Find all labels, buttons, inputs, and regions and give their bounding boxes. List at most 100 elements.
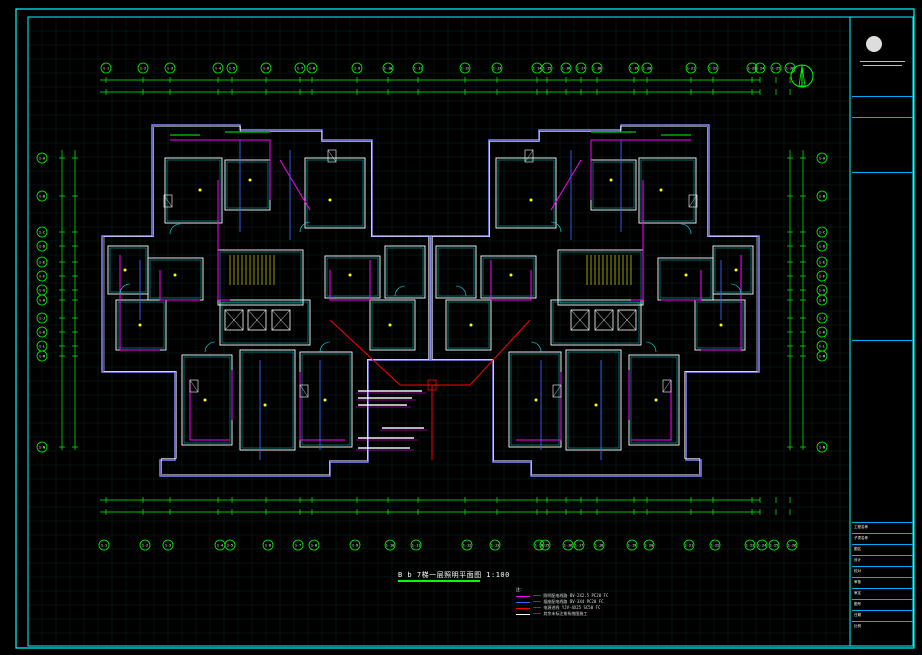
axis-bubble-bottom: 1-18 (593, 539, 605, 551)
axis-bubble-top: 1-24 (754, 62, 766, 74)
axis-bubble-bottom: 1-9 (349, 539, 361, 551)
axis-bubble-right: 1-C (816, 226, 828, 238)
svg-text:1-19: 1-19 (628, 544, 636, 548)
svg-text:1-13: 1-13 (493, 67, 501, 71)
axis-bubble-top: 1-21 (685, 62, 697, 74)
svg-text:1-15: 1-15 (541, 544, 549, 548)
svg-text:1-20: 1-20 (645, 544, 653, 548)
svg-text:1-7: 1-7 (297, 67, 303, 71)
company-name-bars (860, 61, 905, 67)
north-arrow-icon (790, 64, 814, 88)
svg-text:1-M: 1-M (819, 355, 825, 359)
axis-bubble-left: 1-D (36, 240, 48, 252)
axis-bubble-top: 1-17 (575, 62, 587, 74)
title-block-row: 图号 (852, 599, 913, 609)
axis-bubble-left: 1-K (36, 326, 48, 338)
title-block-label: 图号 (854, 602, 861, 606)
axis-bubble-left: 1-M (36, 350, 48, 362)
title-block-row: 图名 (852, 544, 913, 554)
axis-bubble-left: 1-N (36, 441, 48, 453)
svg-text:1-N: 1-N (39, 446, 45, 450)
svg-text:1-13: 1-13 (491, 544, 499, 548)
svg-text:1-23: 1-23 (746, 544, 754, 548)
svg-text:1-L: 1-L (819, 345, 825, 349)
axis-bubble-top: 1-8 (306, 62, 318, 74)
svg-text:1-11: 1-11 (414, 67, 422, 71)
title-block-row: 设计 (852, 555, 913, 565)
axis-bubble-bottom: 1-15 (539, 539, 551, 551)
title-block-row: 审定 (852, 588, 913, 598)
axis-bubble-bottom: 1-11 (410, 539, 422, 551)
axis-bubble-right: 1-A (816, 152, 828, 164)
svg-text:1-18: 1-18 (593, 67, 601, 71)
title-block-row: 子项名称 (852, 533, 913, 543)
axis-bubble-right: 1-N (816, 441, 828, 453)
svg-text:1-14: 1-14 (535, 544, 543, 548)
dimension-lines (59, 77, 806, 515)
company-logo-icon (866, 36, 882, 52)
svg-text:1-3: 1-3 (167, 67, 173, 71)
svg-text:1-26: 1-26 (786, 67, 794, 71)
svg-text:1-C: 1-C (819, 231, 825, 235)
svg-text:1-25: 1-25 (770, 544, 778, 548)
axis-bubble-bottom: 1-14 (533, 539, 545, 551)
axis-bubble-bottom: 1-1 (98, 539, 110, 551)
axis-bubble-bottom: 1-5 (224, 539, 236, 551)
title-block-label: 审定 (854, 591, 861, 595)
title-block-row: 校对 (852, 566, 913, 576)
svg-text:1-21: 1-21 (687, 67, 695, 71)
svg-text:1-J: 1-J (819, 317, 825, 321)
svg-text:1-24: 1-24 (758, 544, 766, 548)
svg-text:1-C: 1-C (39, 231, 45, 235)
svg-text:1-7: 1-7 (295, 544, 301, 548)
legend-label: 一一 照明配电线路 BV-2X2.5 PC20 FC (533, 593, 609, 598)
axis-bubbles: 1-11-11-21-21-31-31-41-41-51-51-61-61-71… (36, 62, 828, 551)
svg-text:1-15: 1-15 (543, 67, 551, 71)
svg-text:1-1: 1-1 (103, 67, 109, 71)
svg-text:1-J: 1-J (39, 317, 45, 321)
axis-bubble-bottom: 1-17 (573, 539, 585, 551)
drawing-title: B b 7梯一层照明平面图 1:100 (398, 571, 510, 579)
inner-frame (27, 16, 914, 647)
plan-wing-right (430, 124, 760, 477)
title-block-label: 比例 (854, 624, 861, 628)
axis-bubble-bottom: 1-23 (744, 539, 756, 551)
svg-text:1-21: 1-21 (685, 544, 693, 548)
title-block-row: 审核 (852, 577, 913, 587)
floor-plan[interactable] (101, 124, 760, 477)
title-block-row: 比例 (852, 621, 913, 631)
svg-text:1-26: 1-26 (788, 544, 796, 548)
legend-item: 一一 插座配电线路 BV-3X4 PC20 FC (516, 599, 616, 605)
axis-bubble-top: 1-15 (541, 62, 553, 74)
axis-bubble-bottom: 1-25 (768, 539, 780, 551)
svg-text:1-K: 1-K (39, 331, 46, 335)
axis-bubble-bottom: 1-7 (292, 539, 304, 551)
axis-bubble-bottom: 1-8 (308, 539, 320, 551)
svg-text:1-K: 1-K (819, 331, 826, 335)
svg-text:1-10: 1-10 (386, 544, 394, 548)
svg-text:1-N: 1-N (819, 446, 825, 450)
legend-item: 一一 电源进线 YJV-4X25 SC50 FC (516, 605, 616, 611)
power-feeder-lines (329, 319, 531, 460)
svg-text:1-G: 1-G (39, 289, 45, 293)
svg-text:1-A: 1-A (819, 157, 826, 161)
axis-bubble-top: 1-22 (707, 62, 719, 74)
title-block-row: 工程名称 (852, 522, 913, 532)
svg-text:1-5: 1-5 (229, 67, 235, 71)
svg-text:1-23: 1-23 (748, 67, 756, 71)
title-underline (398, 580, 480, 582)
axis-bubble-bottom: 1-13 (489, 539, 501, 551)
svg-text:1-2: 1-2 (140, 67, 146, 71)
axis-bubble-left: 1-F (36, 270, 48, 282)
title-block-label: 日期 (854, 613, 861, 617)
axis-bubble-top: 1-6 (260, 62, 272, 74)
axis-bubble-right: 1-B (816, 190, 828, 202)
axis-bubble-bottom: 1-3 (162, 539, 174, 551)
svg-text:1-M: 1-M (39, 355, 45, 359)
axis-bubble-top: 1-1 (100, 62, 112, 74)
svg-text:1-E: 1-E (819, 261, 825, 265)
axis-bubble-top: 1-25 (770, 62, 782, 74)
axis-bubble-left: 1-E (36, 256, 48, 268)
